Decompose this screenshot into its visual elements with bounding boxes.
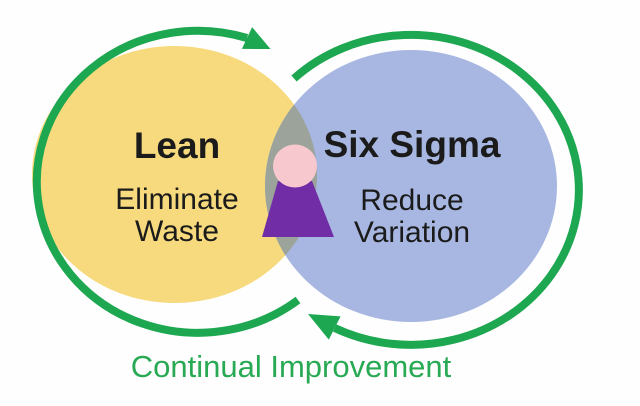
lean-title: Lean xyxy=(134,125,220,166)
lean-subtitle-line1: Eliminate xyxy=(115,183,238,216)
lean-circle xyxy=(32,46,317,303)
person-icon xyxy=(262,144,334,237)
top-arrowhead-icon xyxy=(241,27,271,49)
right-cycle-arc xyxy=(291,30,583,349)
left-cycle-arc xyxy=(32,26,301,337)
lean-subtitle-line2: Waste xyxy=(135,215,219,248)
six-sigma-title: Six Sigma xyxy=(324,124,501,165)
six-sigma-circle xyxy=(265,50,557,322)
six-sigma-subtitle-line1: Reduce xyxy=(360,184,463,217)
person-body xyxy=(262,181,334,237)
continual-improvement-caption: Continual Improvement xyxy=(131,349,452,384)
six-sigma-subtitle-line2: Variation xyxy=(354,216,470,249)
person-head xyxy=(273,144,317,188)
bottom-arrowhead-icon xyxy=(308,314,341,340)
